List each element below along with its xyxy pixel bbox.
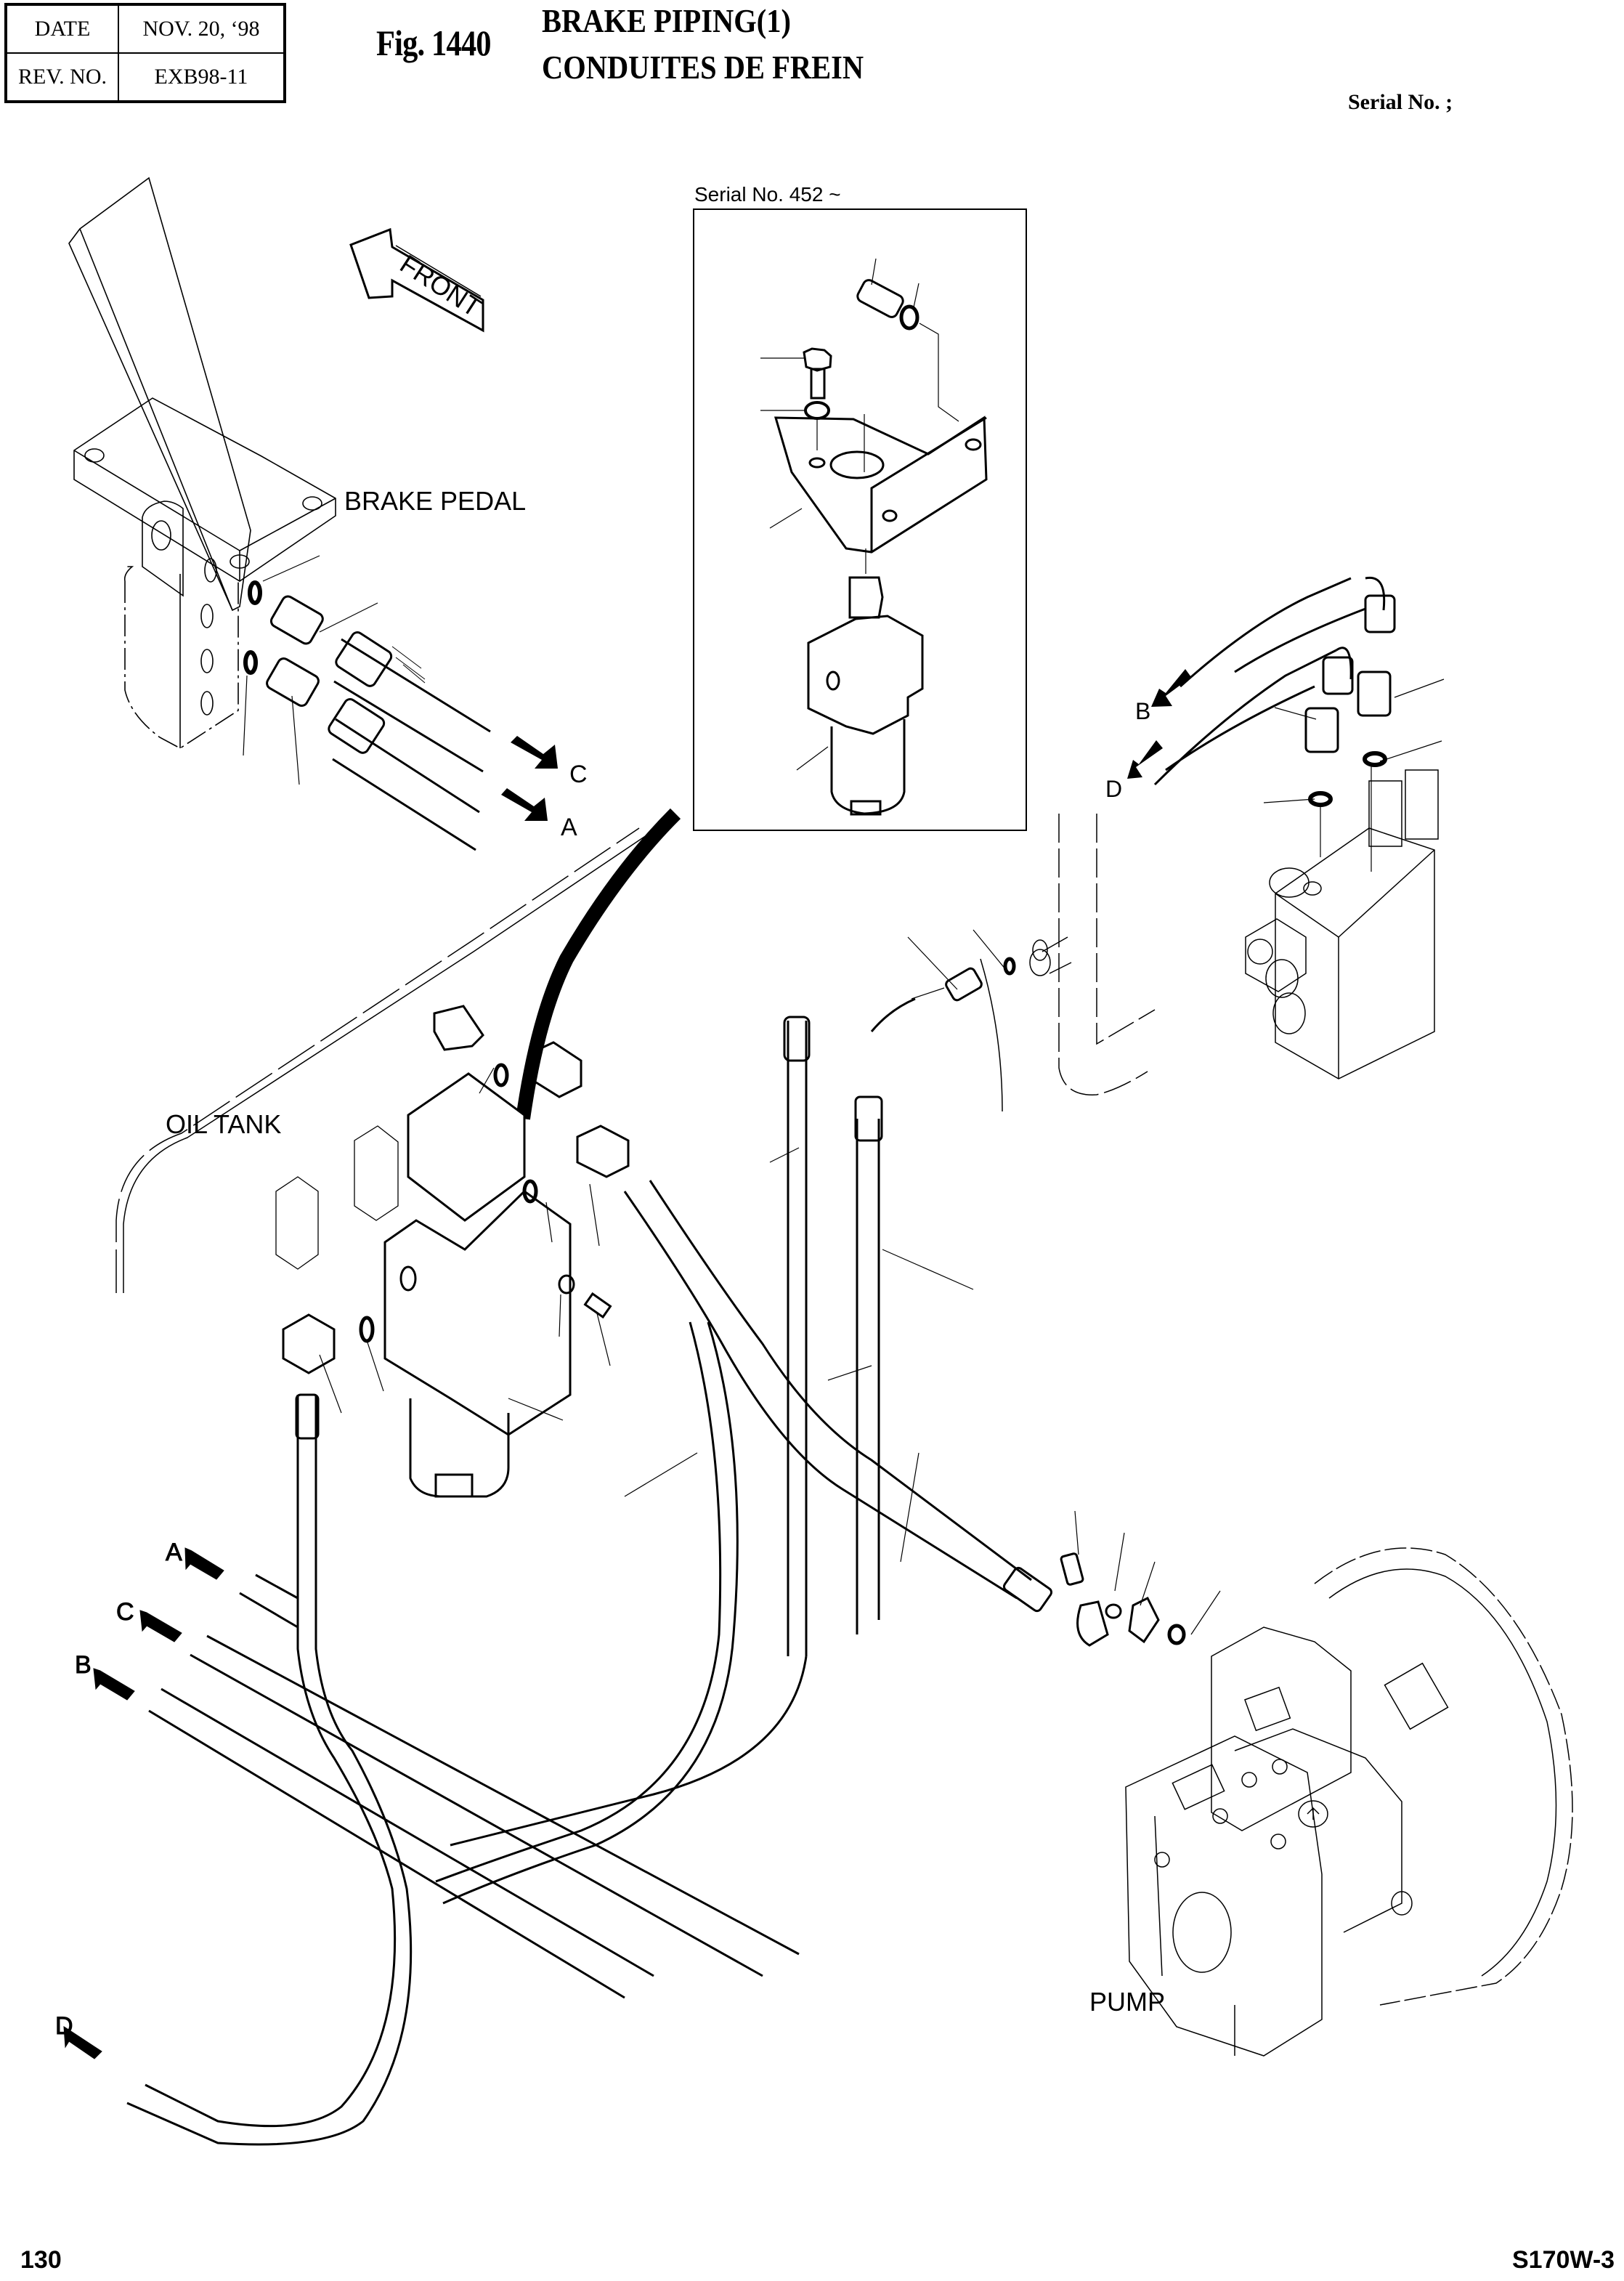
page-number: 130 xyxy=(20,2246,62,2274)
brake-pedal-assembly xyxy=(68,177,336,749)
title-english: BRAKE PIPING(1) xyxy=(542,2,791,39)
date-label: DATE xyxy=(5,4,119,54)
figure-number: Fig. 1440 xyxy=(376,23,491,63)
oil-tank xyxy=(115,827,1003,1293)
marker-a-left: A xyxy=(166,1539,182,1566)
revision-table: DATE NOV. 20, ‘98 REV. NO. EXB98-11 xyxy=(4,3,286,103)
pedal-hose-fittings: C A xyxy=(243,555,588,851)
oil-tank-label: OIL TANK xyxy=(166,1109,281,1139)
tank-fittings xyxy=(769,929,1048,1563)
title-french: CONDUITES DE FREIN xyxy=(542,49,864,86)
model-number: S170W-3 xyxy=(1512,2246,1615,2274)
rev-label: REV. NO. xyxy=(5,52,119,102)
marker-a-top: A xyxy=(561,814,577,841)
hose-routing xyxy=(126,997,1053,2146)
serial-number-label: Serial No. ; xyxy=(1348,90,1453,114)
brake-pedal-label: BRAKE PEDAL xyxy=(344,486,526,516)
main-pump xyxy=(1060,1510,1573,2057)
marker-b-top: B xyxy=(1135,698,1150,724)
inset-detail: Serial No. 452 ~ xyxy=(693,183,1027,831)
rev-value: EXB98-11 xyxy=(118,52,285,102)
marker-b-left: B xyxy=(75,1651,92,1679)
marker-c-left: C xyxy=(116,1598,134,1626)
marker-d-left: D xyxy=(55,2012,73,2040)
marker-d-top: D xyxy=(1105,776,1122,802)
inset-serial-label: Serial No. 452 ~ xyxy=(694,183,841,206)
marker-c-top: C xyxy=(569,761,588,788)
date-value: NOV. 20, ‘98 xyxy=(118,4,285,54)
brake-valve-block: B D xyxy=(1029,576,1445,1095)
accumulator-filter xyxy=(275,808,698,1498)
pump-label: PUMP xyxy=(1089,1987,1165,2017)
front-direction-arrow: FRONT xyxy=(349,227,487,333)
left-return-markers: A C B D xyxy=(55,1539,224,2059)
